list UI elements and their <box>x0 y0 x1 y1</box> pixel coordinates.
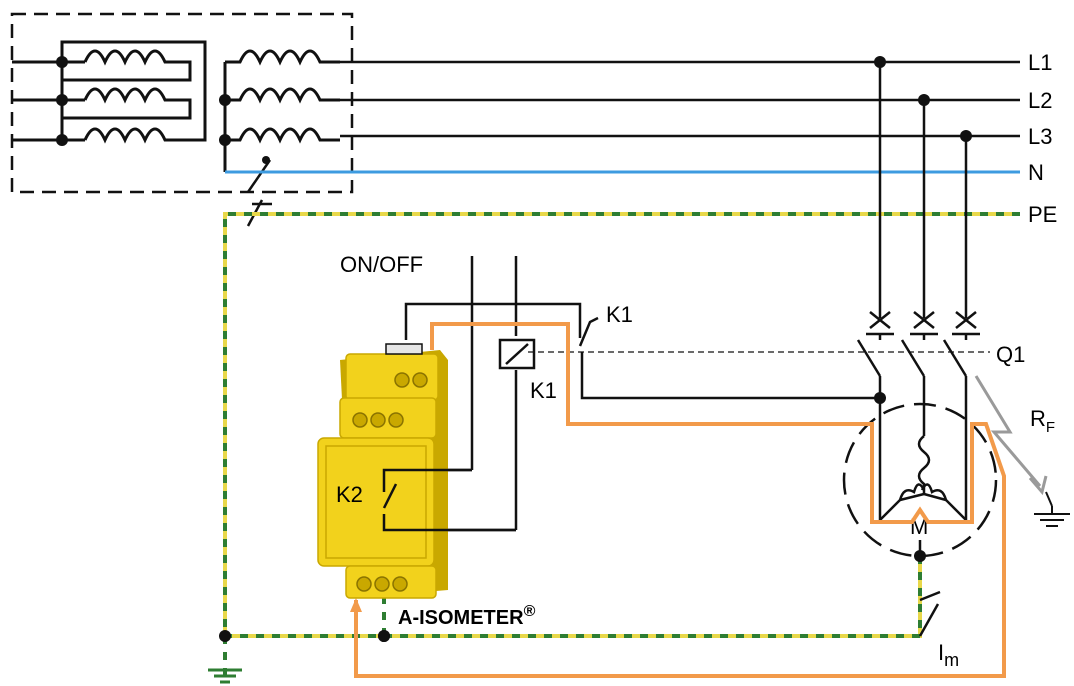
primary-windings <box>12 40 207 144</box>
supply-transformer <box>10 12 354 227</box>
primary-nodes <box>56 56 68 146</box>
fault-earth-symbol <box>1034 506 1070 527</box>
device-top-cap <box>385 343 423 355</box>
insulation-fault-rf: RF <box>974 375 1070 527</box>
label-k2: K2 <box>336 482 363 507</box>
label-k1-contact: K1 <box>606 302 633 327</box>
label-rf: RF <box>1030 406 1055 436</box>
control-wiring <box>382 256 880 532</box>
label-n: N <box>1028 160 1044 185</box>
current-switch-im <box>918 590 941 637</box>
label-q1: Q1 <box>996 342 1025 367</box>
label-im: Im <box>938 640 959 670</box>
label-l3: L3 <box>1028 124 1052 149</box>
bus-labels: L1 L2 L3 N PE <box>1028 50 1057 227</box>
isometer-pe-node <box>378 630 390 642</box>
transformer-enclosure <box>10 12 354 194</box>
breaker-q1 <box>856 62 980 436</box>
secondary-nodes <box>219 94 231 146</box>
label-l1: L1 <box>1028 50 1052 75</box>
earth-symbol-left <box>208 668 242 684</box>
device-terminals <box>352 372 428 592</box>
label-k1-coil: K1 <box>530 378 557 403</box>
measuring-lead-arrow <box>350 598 362 612</box>
bus-lines <box>223 60 1020 680</box>
switch-pivot <box>262 156 270 164</box>
secondary-windings <box>223 49 340 172</box>
motor-housing <box>842 402 998 558</box>
label-on-off: ON/OFF <box>340 252 423 277</box>
device-window <box>325 445 427 559</box>
device-name: A-ISOMETER® <box>398 603 536 629</box>
measuring-lead-motor <box>354 322 1006 678</box>
label-pe: PE <box>1028 202 1057 227</box>
isometer-device: K2 A-ISOMETER® <box>317 343 536 629</box>
motor: M <box>842 402 998 558</box>
motor-windings <box>878 430 968 556</box>
label-l2: L2 <box>1028 88 1052 113</box>
k2-contact <box>382 468 516 532</box>
